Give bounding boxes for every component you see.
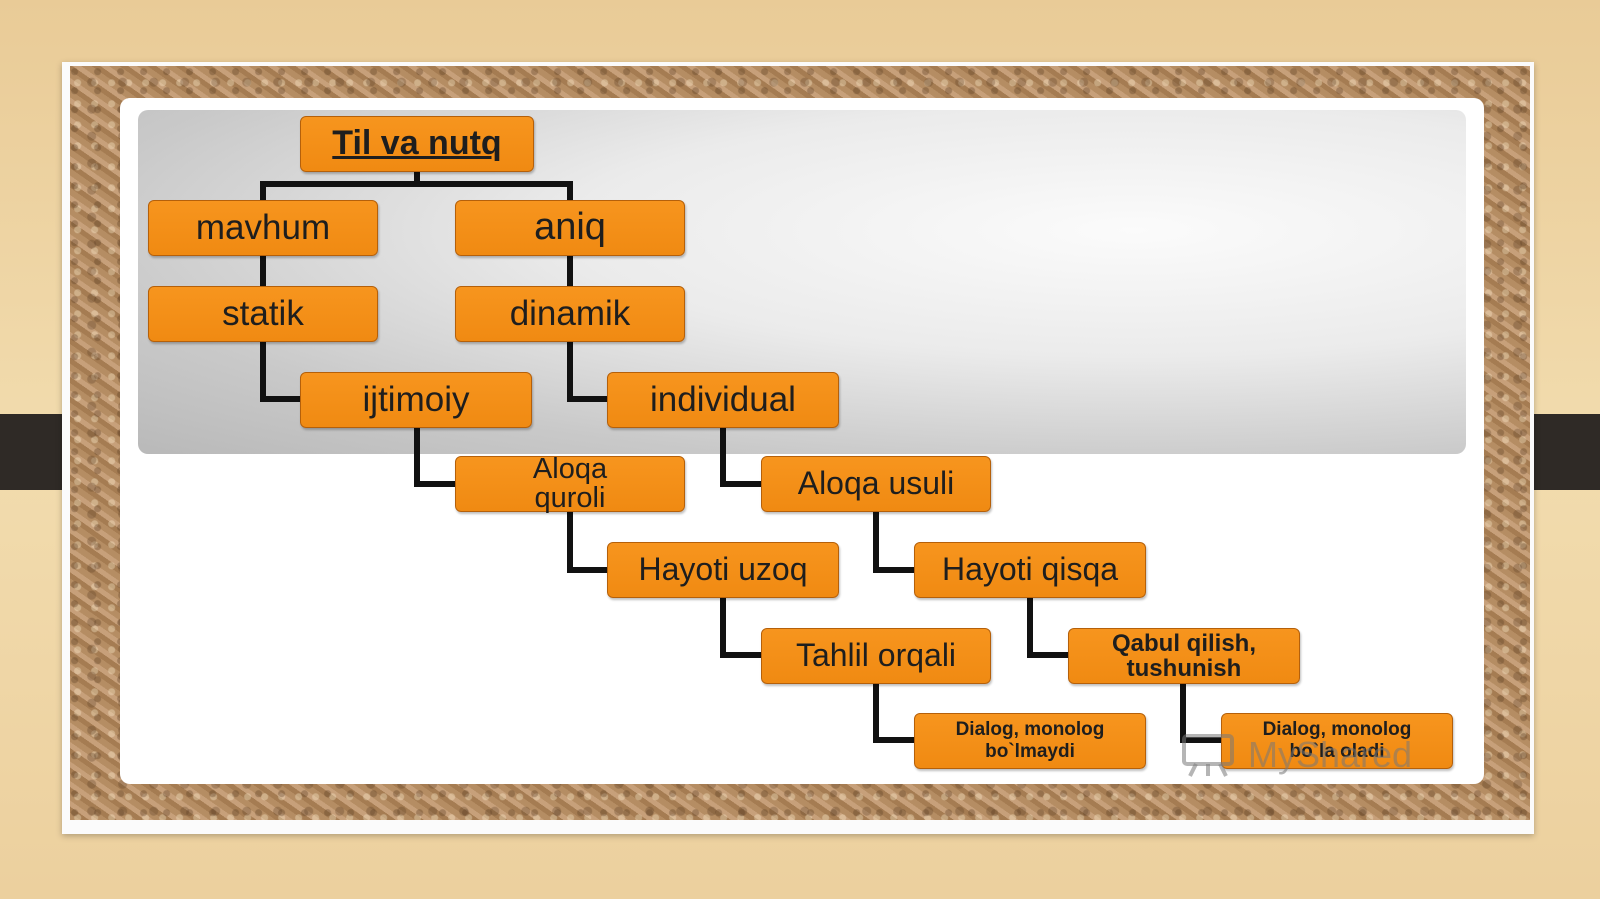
connector-dinamik-individual xyxy=(567,339,610,402)
node-ijtimoiy: ijtimoiy xyxy=(300,372,532,428)
node-statik: statik xyxy=(148,286,378,342)
node-aloqa-quroli: Aloqa quroli xyxy=(455,455,685,513)
node-root: Til va nutq xyxy=(300,116,534,172)
node-mavhum: mavhum xyxy=(148,200,378,256)
node-tahlil-orqali: Tahlil orqali xyxy=(761,628,991,684)
connector-tahlil-dialog xyxy=(873,681,917,743)
node-aloqa-usuli: Aloqa usuli xyxy=(761,456,991,512)
node-hayoti-uzoq: Hayoti uzoq xyxy=(607,542,839,598)
node-aniq: aniq xyxy=(455,200,685,256)
connector-statik-ijtimoiy xyxy=(260,339,303,402)
left-edge-bar xyxy=(0,414,70,490)
myshared-watermark: MyShared xyxy=(1180,730,1460,780)
connector-uzoq-tahlil xyxy=(720,595,764,658)
node-dialog-bolmaydi: Dialog, monolog bo`lmaydi xyxy=(914,713,1146,769)
presentation-board-icon xyxy=(1182,734,1234,777)
watermark-text: MyShared xyxy=(1248,734,1413,775)
connector-usuli-qisqa xyxy=(873,509,917,573)
node-qabul-qilish: Qabul qilish, tushunish xyxy=(1068,628,1300,684)
connector-qisqa-qabul xyxy=(1027,595,1071,658)
right-edge-bar xyxy=(1530,414,1600,490)
connector-root-children xyxy=(260,167,573,203)
node-dinamik: dinamik xyxy=(455,286,685,342)
connector-ijtimoiy-aloqa-quroli xyxy=(414,425,458,487)
connector-individual-aloqa-usuli xyxy=(720,425,764,487)
node-individual: individual xyxy=(607,372,839,428)
connector-quroli-uzoq xyxy=(567,509,610,573)
node-hayoti-qisqa: Hayoti qisqa xyxy=(914,542,1146,598)
node-dialog-bola-oladi: Dialog, monolog bo`la oladi xyxy=(1221,713,1453,769)
